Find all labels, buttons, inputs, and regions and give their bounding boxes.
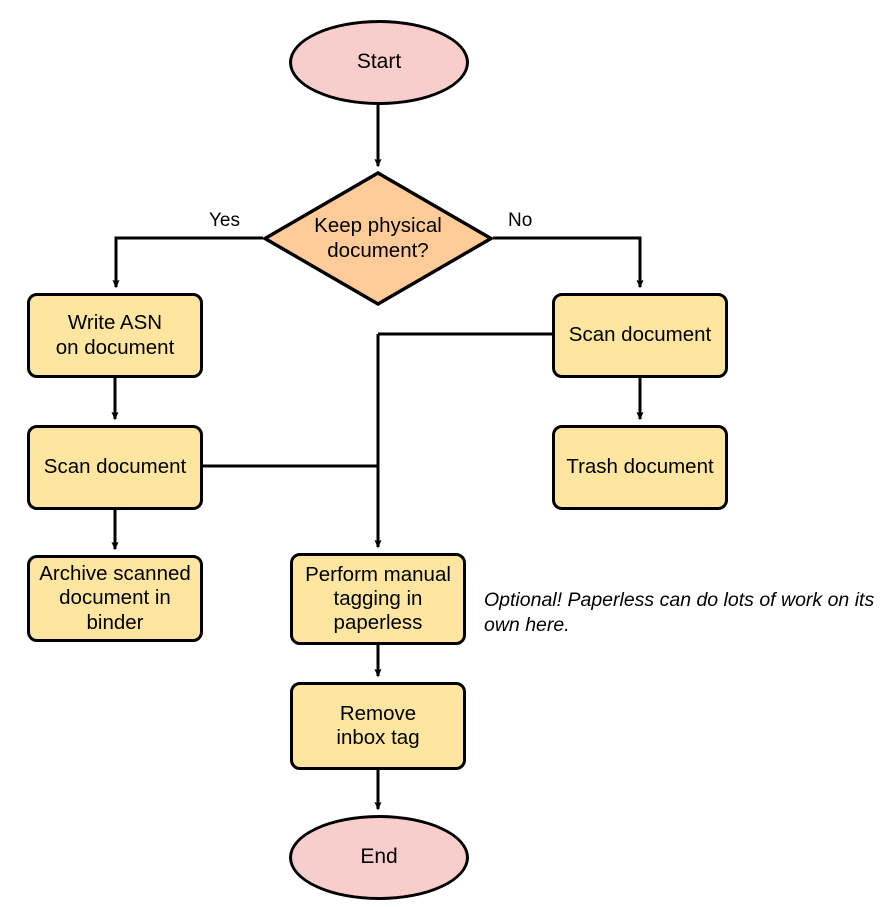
node-decision[interactable]: Keep physical document? xyxy=(262,170,494,307)
edge-label-no: No xyxy=(508,210,533,231)
decision-diamond-shape xyxy=(262,171,494,306)
annotation-optional: Optional! Paperless can do lots of work … xyxy=(484,589,875,637)
node-scan-document-left[interactable]: Scan document xyxy=(27,425,203,510)
node-archive-in-binder-label: Archive scanned document in binder xyxy=(39,562,191,634)
edge-decision-no-to-scan-right xyxy=(493,236,644,289)
node-archive-in-binder[interactable]: Archive scanned document in binder xyxy=(27,555,203,642)
node-decision-label: Keep physical document? xyxy=(314,214,442,262)
node-scan-document-left-label: Scan document xyxy=(43,455,187,479)
node-scan-document-right-label: Scan document xyxy=(568,323,712,347)
node-end[interactable]: End xyxy=(289,815,469,900)
node-write-asn[interactable]: Write ASN on document xyxy=(27,293,203,378)
node-trash-document-label: Trash document xyxy=(566,455,714,479)
node-start[interactable]: Start xyxy=(289,20,469,105)
node-manual-tagging-label: Perform manual tagging in paperless xyxy=(305,562,451,635)
node-trash-document[interactable]: Trash document xyxy=(552,425,728,510)
edge-label-yes: Yes xyxy=(209,210,240,231)
node-start-label: Start xyxy=(356,50,402,74)
node-remove-inbox-tag[interactable]: Remove inbox tag xyxy=(290,682,466,770)
node-scan-document-right[interactable]: Scan document xyxy=(552,293,728,378)
node-write-asn-label: Write ASN on document xyxy=(55,311,175,359)
node-manual-tagging[interactable]: Perform manual tagging in paperless xyxy=(290,553,466,645)
node-end-label: End xyxy=(360,845,398,869)
node-remove-inbox-tag-label: Remove inbox tag xyxy=(336,701,420,749)
edge-decision-yes-to-write-asn xyxy=(112,236,263,289)
